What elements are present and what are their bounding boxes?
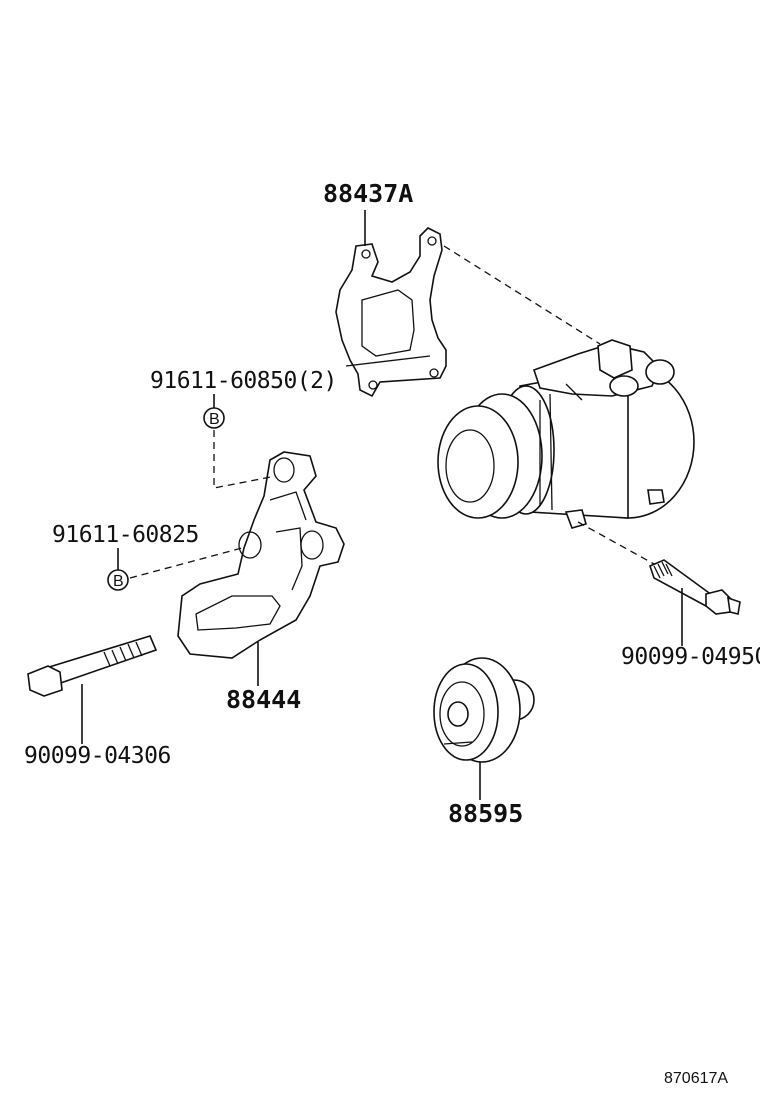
label-90099-04950: 90099-04950(: [621, 644, 760, 670]
idler-pulley: [433, 657, 535, 763]
dashed-guide-upper: [443, 245, 601, 345]
figure-code: 870617A: [664, 1070, 728, 1087]
dashed-guide-upper-bolt: [213, 430, 277, 489]
label-91611-60850: 91611-60850(2): [150, 368, 337, 394]
compressor-bolt: [649, 559, 741, 615]
svg-text:B: B: [209, 411, 220, 428]
callout-b-lower: B: [107, 569, 129, 591]
lower-bracket: [177, 451, 345, 659]
upper-bracket: [335, 227, 447, 398]
label-88444: 88444: [226, 685, 301, 714]
label-90099-04306: 90099-04306: [24, 743, 171, 769]
label-88437a: 88437A: [323, 179, 413, 208]
ac-compressor: [437, 339, 695, 529]
svg-text:B: B: [113, 573, 124, 590]
long-bolt: [27, 635, 158, 697]
dashed-guide-lower-bolt: [129, 547, 243, 579]
callout-b-upper: B: [203, 407, 225, 429]
label-88595: 88595: [448, 799, 523, 828]
label-91611-60825: 91611-60825: [52, 522, 199, 548]
dashed-guide-compressor-bolt: [577, 521, 655, 565]
